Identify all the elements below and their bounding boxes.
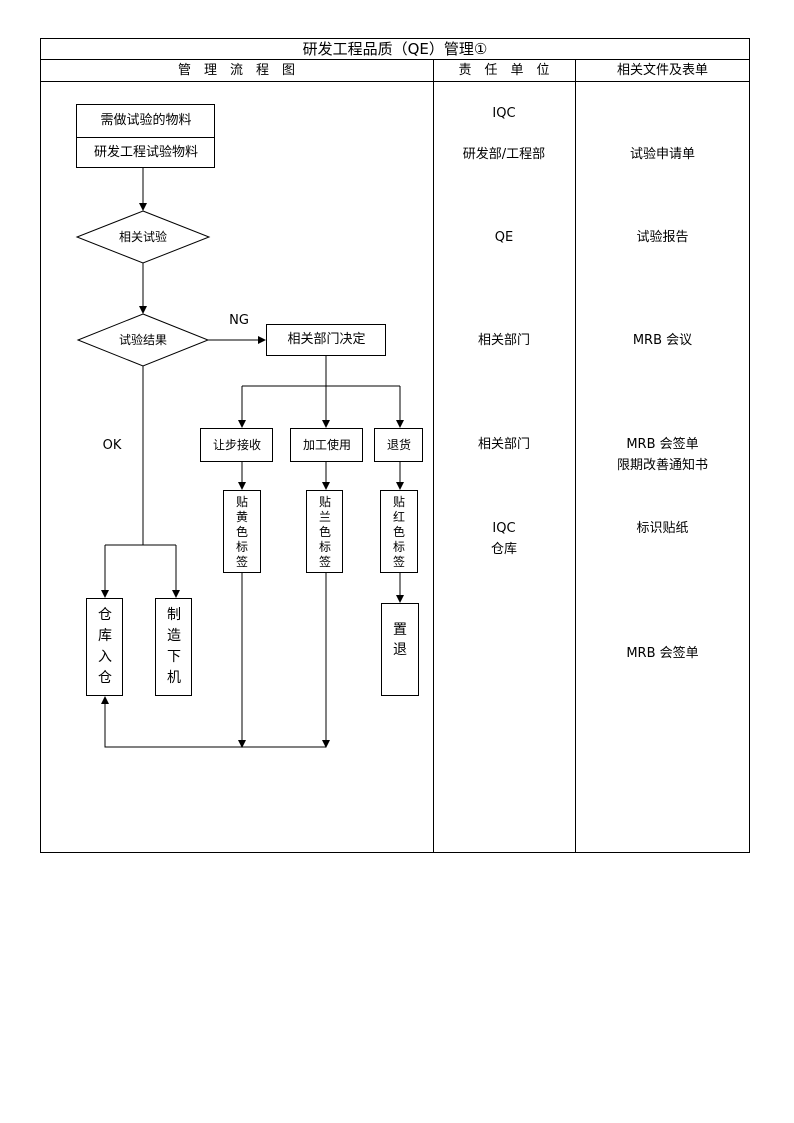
yellow-label-box bbox=[223, 490, 261, 573]
owner-row-6a: IQC bbox=[492, 521, 516, 536]
warehouse-in-text: 仓库入仓 bbox=[98, 607, 112, 686]
doc-row-7: MRB 会签单 bbox=[626, 646, 699, 661]
header-docs: 相关文件及表单 bbox=[616, 63, 708, 78]
material-bottom-label: 研发工程试验物料 bbox=[93, 145, 198, 160]
manufacture-text: 制造下机 bbox=[167, 607, 181, 686]
owner-row-1: IQC bbox=[492, 106, 516, 121]
doc-row-3: 试验报告 bbox=[636, 230, 689, 245]
owner-row-5: 相关部门 bbox=[477, 437, 530, 452]
owner-row-2: 研发部/工程部 bbox=[462, 147, 546, 162]
material-box bbox=[76, 104, 215, 168]
connectors bbox=[101, 168, 404, 748]
owner-row-6b: 仓库 bbox=[490, 542, 517, 557]
doc-row-2: 试验申请单 bbox=[629, 147, 695, 162]
owner-row-4: 相关部门 bbox=[477, 333, 530, 348]
doc-row-6: 标识贴纸 bbox=[636, 521, 689, 536]
blue-label-box bbox=[306, 490, 343, 573]
doc-row-5a: MRB 会签单 bbox=[626, 437, 699, 452]
page-title: 研发工程品质（QE）管理① bbox=[302, 40, 488, 58]
red-label-text: 贴红色标签 bbox=[392, 495, 405, 569]
related-test-label: 相关试验 bbox=[118, 230, 167, 244]
dept-decision-label: 相关部门决定 bbox=[287, 332, 366, 347]
table-frame bbox=[40, 38, 750, 853]
yellow-label-text: 贴黄色标签 bbox=[235, 495, 248, 569]
return-label: 退货 bbox=[386, 438, 411, 452]
manufacture-box bbox=[155, 598, 192, 696]
line-return-to-warehouse bbox=[101, 696, 326, 748]
header-owner: 责 任 单 位 bbox=[458, 63, 550, 78]
rework-label: 加工使用 bbox=[302, 438, 351, 452]
doc-row-5b: 限期改善通知书 bbox=[616, 458, 708, 473]
dept-decision-box bbox=[266, 324, 386, 356]
rework-box bbox=[290, 428, 363, 462]
header-process: 管 理 流 程 图 bbox=[177, 63, 295, 78]
warehouse-in-box bbox=[86, 598, 123, 696]
ng-label: NG bbox=[229, 313, 249, 328]
owner-row-3: QE bbox=[494, 230, 514, 245]
test-result-label: 试验结果 bbox=[118, 333, 167, 347]
ok-label: OK bbox=[102, 438, 122, 453]
return-box bbox=[374, 428, 423, 462]
place-return-text: 置 退 bbox=[393, 622, 421, 658]
blue-label-text: 贴兰色标签 bbox=[318, 495, 331, 569]
concession-box bbox=[200, 428, 273, 462]
red-label-box bbox=[380, 490, 418, 573]
concession-label: 让步接收 bbox=[212, 438, 261, 452]
doc-row-4: MRB 会议 bbox=[632, 333, 693, 348]
place-return-box bbox=[381, 603, 419, 696]
material-top-label: 需做试验的物料 bbox=[100, 113, 192, 128]
